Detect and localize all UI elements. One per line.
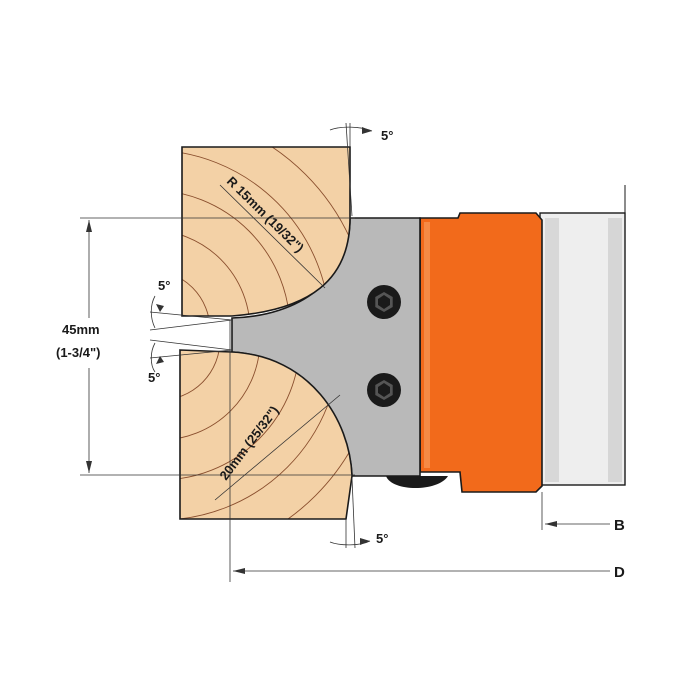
angle-mid-upper-label: 5°: [158, 278, 170, 293]
height-dimension: [80, 217, 355, 476]
bottom-angle-mark: [329, 477, 371, 549]
arbor-shank: [539, 185, 626, 486]
dimension-d: [229, 320, 610, 582]
hex-bolt-top-icon: [367, 285, 401, 319]
radius-bottom-leader: [214, 394, 341, 501]
dim-b-label: B: [614, 517, 625, 534]
hex-bolt-bottom-icon: [367, 373, 401, 407]
wood-block-bottom: [179, 349, 353, 520]
angle-top-label: 5°: [381, 128, 393, 143]
angle-bottom-label: 5°: [376, 531, 388, 546]
dim-d-label: D: [614, 564, 625, 581]
middle-angle-marks: [149, 295, 233, 373]
height-in-label: (1-3/4"): [56, 345, 100, 360]
radius-top-leader: [219, 184, 326, 289]
angle-mid-lower-label: 5°: [148, 370, 160, 385]
top-angle-mark: [329, 122, 373, 217]
dimension-b: [541, 492, 610, 530]
bottom-cap: [386, 476, 448, 488]
cutter-body: [419, 212, 543, 493]
height-mm-label: 45mm: [62, 322, 100, 337]
